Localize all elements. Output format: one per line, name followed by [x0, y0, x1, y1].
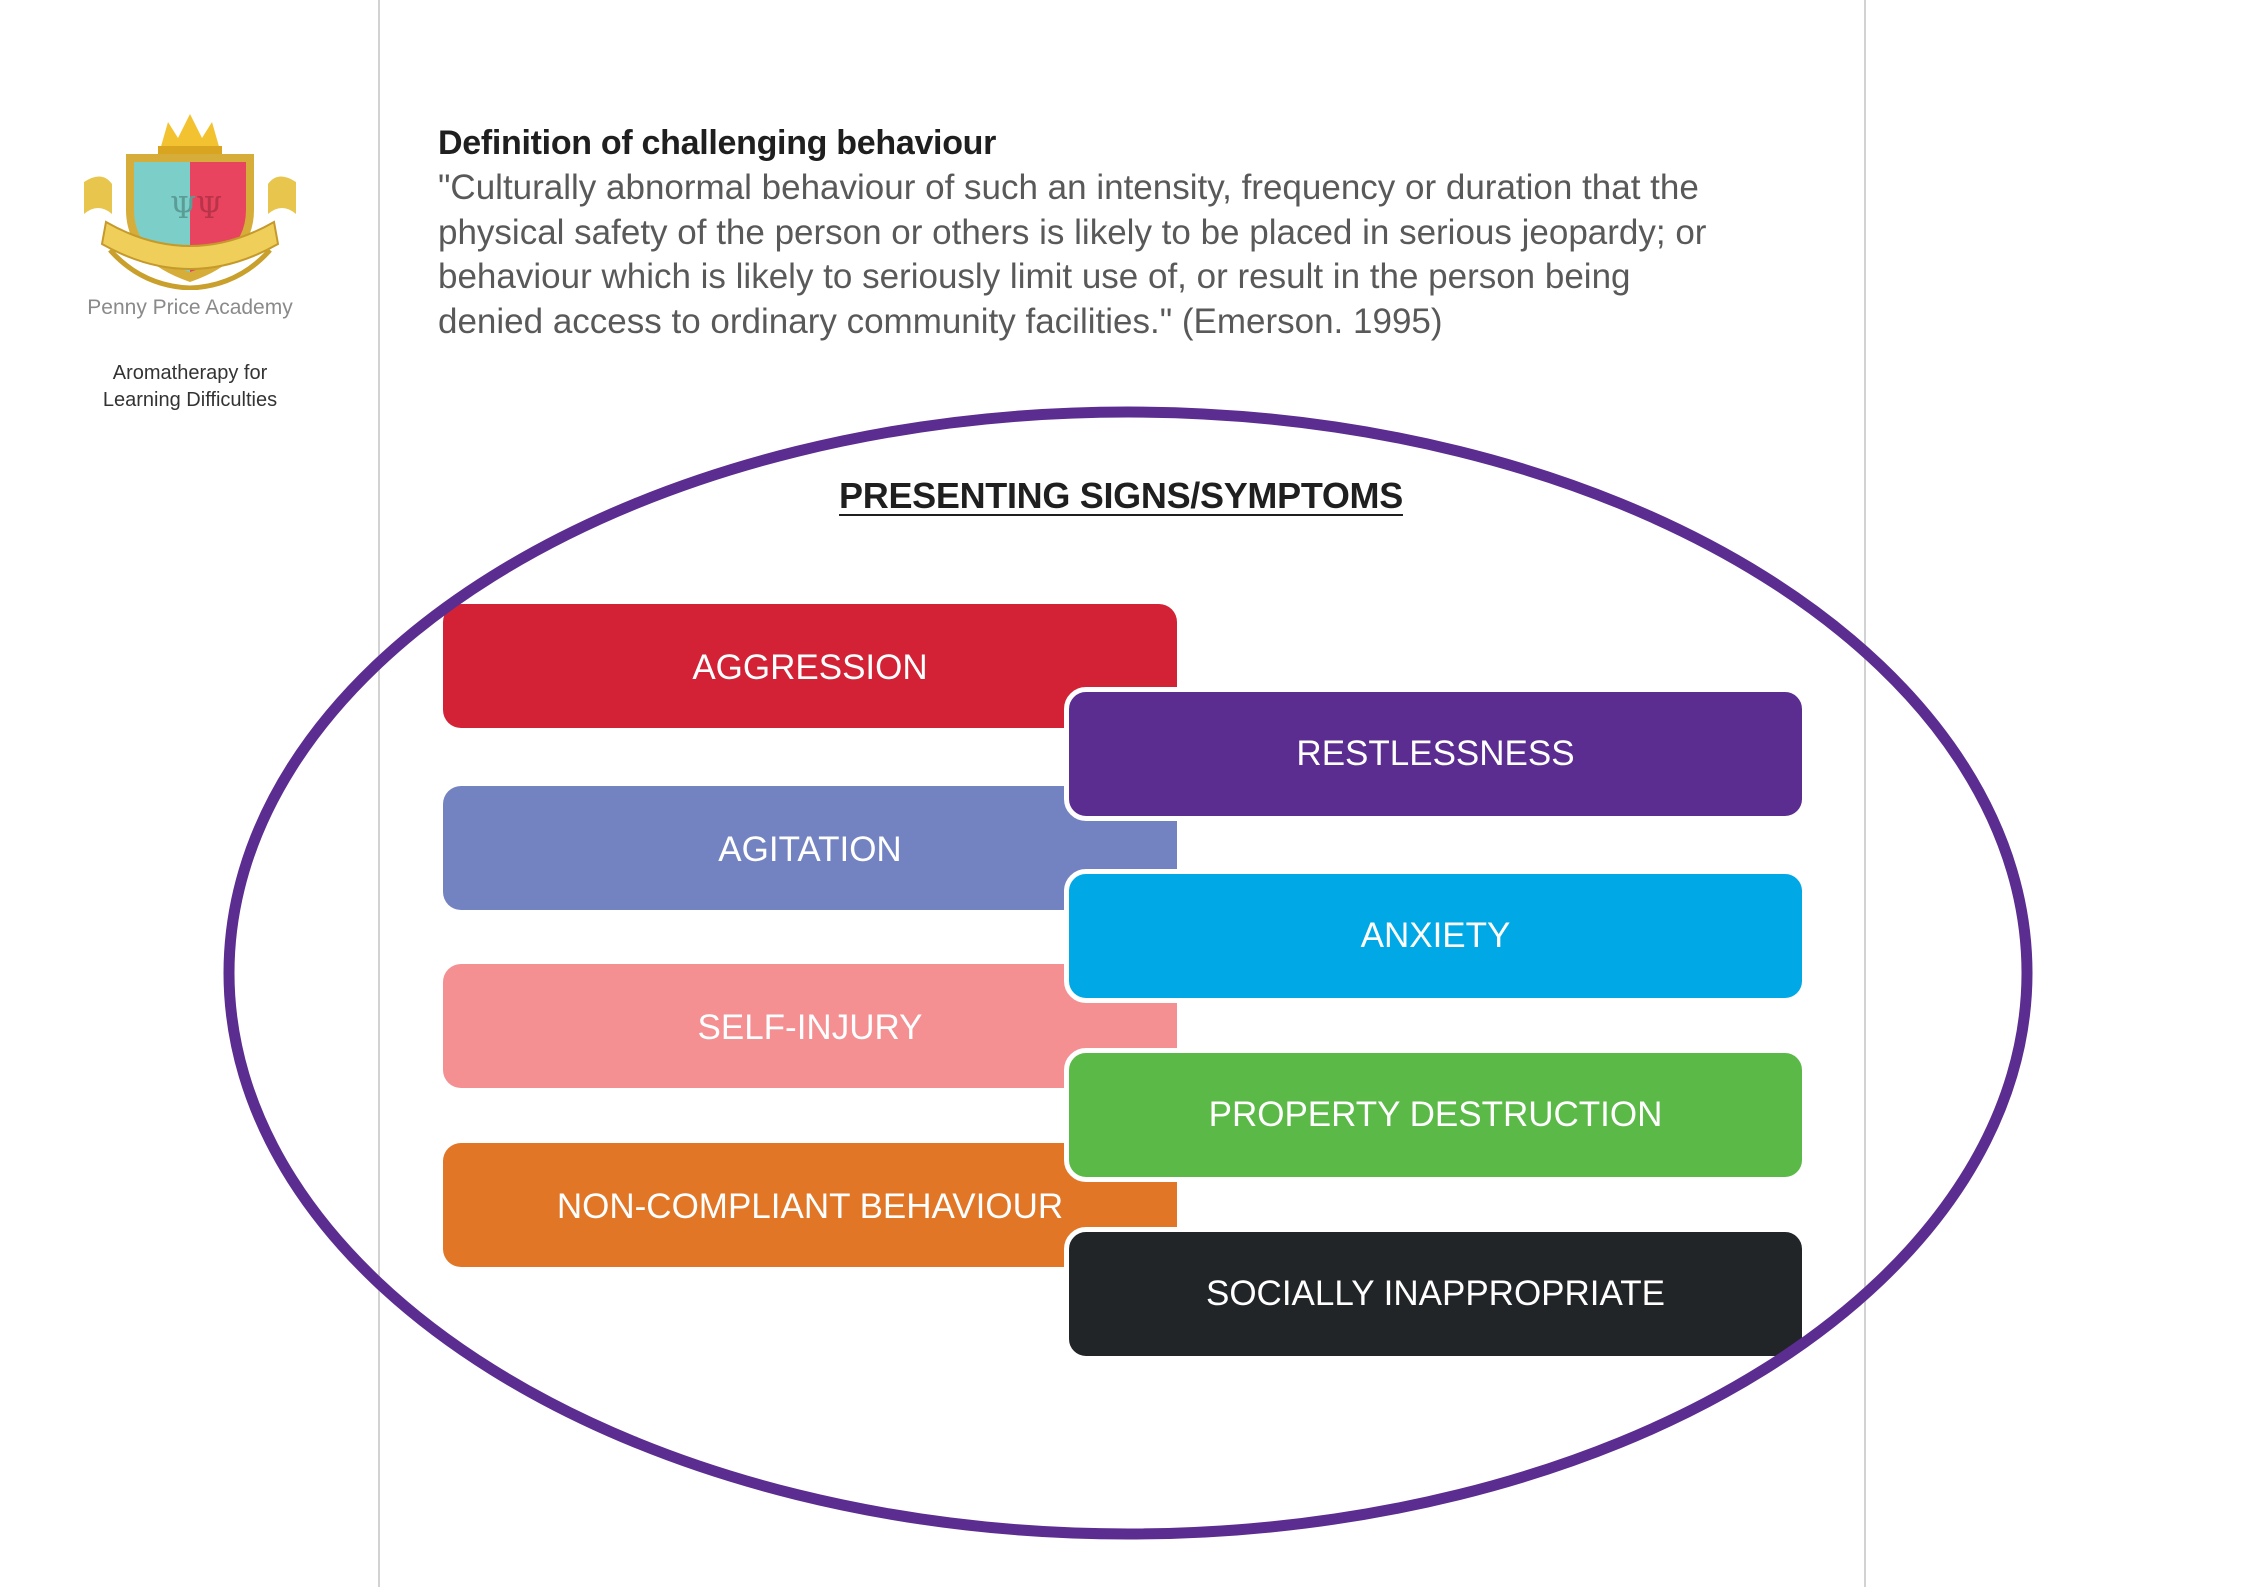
svg-text:Ψ: Ψ	[170, 191, 196, 226]
symptom-label: RESTLESSNESS	[1296, 734, 1575, 773]
definition-line: "Culturally abnormal behaviour of such a…	[438, 168, 1699, 207]
symptom-label: AGGRESSION	[692, 648, 928, 687]
diagram-title: PRESENTING SIGNS/SYMPTOMS	[839, 475, 1403, 516]
svg-text:Ψ: Ψ	[196, 191, 222, 226]
definition-line: physical safety of the person or others …	[438, 212, 1707, 252]
course-title-line-1: Aromatherapy for	[112, 362, 268, 384]
symptom-box-property-destruction: PROPERTY DESTRUCTION	[1064, 1048, 1807, 1182]
symptom-label: SOCIALLY INAPPROPRIATE	[1205, 1274, 1666, 1313]
symptom-label: ANXIETY	[1360, 916, 1511, 955]
right-divider	[1864, 0, 1866, 1587]
definition-line: behaviour which is likely to seriously l…	[438, 257, 1631, 296]
academy-name: Penny Price Academy	[87, 296, 293, 319]
symptom-label: PROPERTY DESTRUCTION	[1208, 1095, 1663, 1134]
symptom-label: NON-COMPLIANT BEHAVIOUR	[556, 1187, 1064, 1226]
definition-heading: Definition of challenging behaviour	[438, 124, 997, 162]
left-divider	[378, 0, 380, 1587]
course-title-line-2: Learning Difficulties	[102, 389, 278, 411]
symptom-label: SELF-INJURY	[697, 1008, 923, 1047]
definition-quote: "Culturally abnormal behaviour of such a…	[438, 166, 1818, 344]
symptom-label: AGITATION	[718, 830, 902, 869]
course-title: Aromatherapy for Learning Difficulties	[40, 360, 340, 414]
academy-crest-logo: Ψ Ψ	[82, 110, 298, 291]
symptom-box-restlessness: RESTLESSNESS	[1064, 687, 1807, 821]
definition-line: denied access to ordinary community faci…	[438, 301, 1443, 341]
symptom-box-socially-inappropriate: SOCIALLY INAPPROPRIATE	[1064, 1227, 1807, 1361]
symptom-box-anxiety: ANXIETY	[1064, 869, 1807, 1003]
